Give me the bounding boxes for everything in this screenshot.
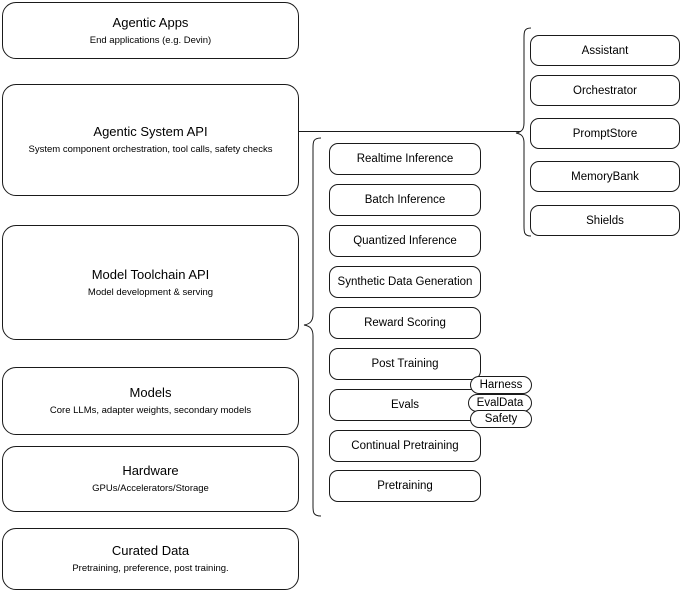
layer-title: Hardware <box>122 463 179 478</box>
stack-layer-curated-data[interactable]: Curated Data Pretraining, preference, po… <box>2 528 299 590</box>
toolchain-component-evals[interactable]: Evals <box>329 389 481 421</box>
toolchain-component-pretraining[interactable]: Pretraining <box>329 470 481 502</box>
layer-title: Model Toolchain API <box>91 266 210 282</box>
layer-title: Agentic System API <box>93 124 208 139</box>
agentic-component-promptstore[interactable]: PromptStore <box>530 118 680 149</box>
subcomponent-label: Harness <box>479 379 523 391</box>
stack-layer-models[interactable]: Models Core LLMs, adapter weights, secon… <box>2 367 299 435</box>
layer-title: Models <box>129 385 172 400</box>
component-label: Pretraining <box>377 480 433 492</box>
toolchain-component-continual-pretraining[interactable]: Continual Pretraining <box>329 430 481 462</box>
component-label: Post Training <box>371 358 439 370</box>
layer-subtitle: Pretraining, preference, post training. <box>72 563 229 574</box>
layer-subtitle: End applications (e.g. Devin) <box>89 34 212 46</box>
layer-subtitle: System component orchestration, tool cal… <box>28 144 273 155</box>
stack-layer-hardware[interactable]: Hardware GPUs/Accelerators/Storage <box>2 446 299 512</box>
layer-title: Curated Data <box>111 543 190 558</box>
agentic-component-assistant[interactable]: Assistant <box>530 35 680 66</box>
toolchain-component-quantized-inference[interactable]: Quantized Inference <box>329 225 481 257</box>
toolchain-brace <box>303 137 322 517</box>
component-label: Batch Inference <box>364 194 446 206</box>
component-label: Reward Scoring <box>364 317 446 329</box>
evals-subcomponent-evaldata[interactable]: EvalData <box>468 394 532 412</box>
toolchain-component-batch-inference[interactable]: Batch Inference <box>329 184 481 216</box>
stack-layer-agentic-system-api[interactable]: Agentic System API System component orch… <box>2 84 299 196</box>
component-label: Continual Pretraining <box>351 440 459 452</box>
component-label: Realtime Inference <box>356 153 454 165</box>
evals-subcomponent-harness[interactable]: Harness <box>470 376 532 394</box>
layer-subtitle: Core LLMs, adapter weights, secondary mo… <box>49 405 252 416</box>
component-label: MemoryBank <box>571 170 639 183</box>
evals-subcomponent-safety[interactable]: Safety <box>470 410 532 428</box>
component-label: PromptStore <box>572 127 638 140</box>
component-label: Synthetic Data Generation <box>337 276 473 288</box>
layer-subtitle: GPUs/Accelerators/Storage <box>92 483 209 494</box>
stack-layer-agentic-apps[interactable]: Agentic Apps End applications (e.g. Devi… <box>2 2 299 59</box>
toolchain-component-synthetic-data-generation[interactable]: Synthetic Data Generation <box>329 266 481 298</box>
toolchain-component-post-training[interactable]: Post Training <box>329 348 481 380</box>
component-label: Shields <box>586 214 624 227</box>
agentic-component-shields[interactable]: Shields <box>530 205 680 236</box>
agentic-component-orchestrator[interactable]: Orchestrator <box>530 75 680 106</box>
component-label: Assistant <box>581 44 629 57</box>
connector-line-agentic-system <box>299 131 521 132</box>
agentic-system-brace <box>515 27 532 237</box>
layer-title: Agentic Apps <box>112 14 189 30</box>
subcomponent-label: Safety <box>484 413 518 425</box>
subcomponent-label: EvalData <box>476 397 524 409</box>
component-label: Orchestrator <box>573 84 637 97</box>
layer-subtitle: Model development & serving <box>87 286 214 298</box>
component-label: Evals <box>390 399 420 411</box>
toolchain-component-reward-scoring[interactable]: Reward Scoring <box>329 307 481 339</box>
component-label: Quantized Inference <box>353 235 457 247</box>
stack-layer-model-toolchain-api[interactable]: Model Toolchain API Model development & … <box>2 225 299 340</box>
toolchain-component-realtime-inference[interactable]: Realtime Inference <box>329 143 481 175</box>
agentic-component-memorybank[interactable]: MemoryBank <box>530 161 680 192</box>
